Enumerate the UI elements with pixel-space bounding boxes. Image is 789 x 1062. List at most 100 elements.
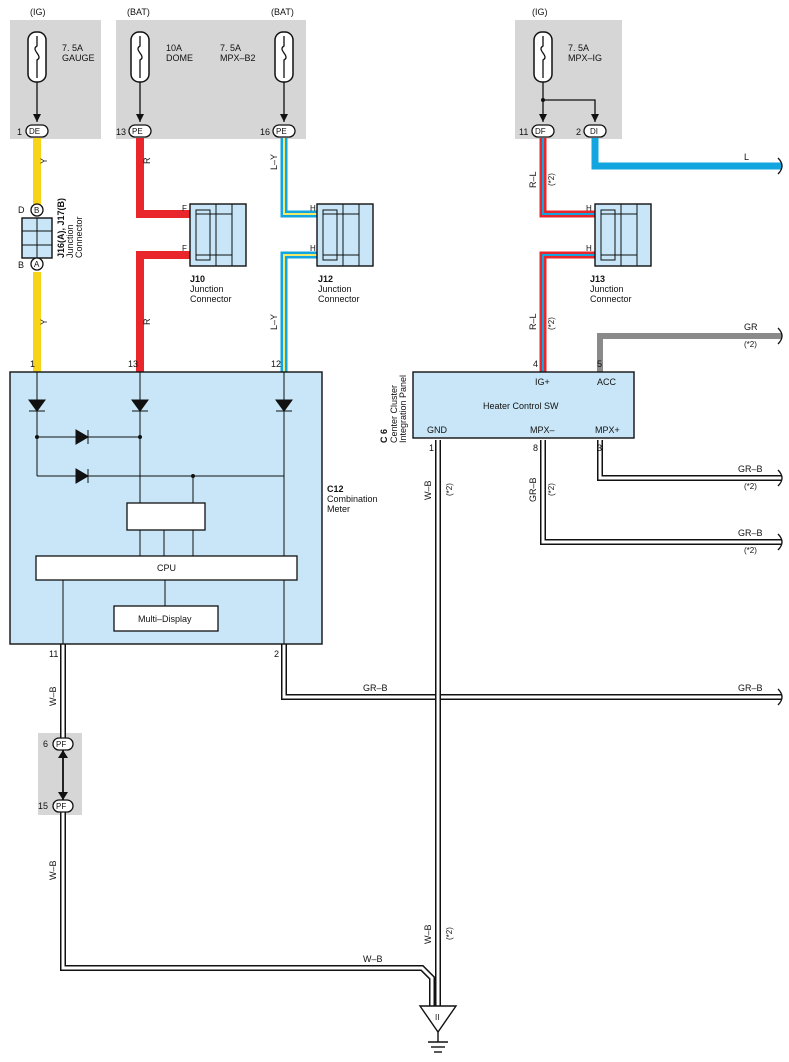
junction-connector-j13 [594,203,652,267]
wire-end-icon [777,157,783,706]
wire-l-y [280,138,323,372]
mpx-ig-df-connector-code: DF [535,127,546,136]
wire-label-r-top: R [142,157,152,164]
mpx-b2-pin-number: 16 [260,127,270,137]
panel-ig-label: IG+ [535,377,550,387]
wire-r-l [539,138,595,372]
cpu-label: CPU [157,563,176,573]
wire-label-grb-mpxm: GR–B [738,528,763,538]
panel-pin-1: 1 [429,443,434,453]
panel-mpxm-label: MPX– [530,425,555,435]
meter-pin-13: 13 [128,359,138,369]
wire-note-rl-bottom: (*2) [547,317,556,330]
dome-fuse-name: DOME [166,53,193,63]
wire-l [591,138,782,170]
connector-pins [25,124,607,138]
wire-label-y-bottom: Y [39,319,49,325]
mpx-b2-fuse-rating: 7. 5A [220,43,241,53]
j13-pin-bottom: H [586,244,592,253]
wire-gr-b [281,440,782,700]
diode-icon [28,399,293,484]
meter-ic-block [126,502,206,531]
gauge-supply-label: (IG) [30,7,46,17]
wire-label-rl-bottom: R–L [528,313,538,330]
panel-pin-3: 3 [597,443,602,453]
wire-label-r-bottom: R [142,318,152,325]
j10-pin-bottom: F [182,244,187,253]
wire-w-b [60,440,441,1006]
j10-line2: Connector [190,294,232,304]
wire-label-wb-pf: W–B [48,860,58,880]
ground-label: II [435,1013,439,1022]
panel-line1: Center Cluster [389,385,399,443]
j12-pin-top: H [310,204,316,213]
multi-display-block [113,605,219,632]
ground-icon [418,1005,458,1053]
fuse-icon [27,31,47,83]
wire-note-gr: (*2) [744,340,757,349]
mpx-ig-fuse-rating: 7. 5A [568,43,589,53]
wire-label-grb-meter-left: GR–B [363,683,388,693]
wire-label-l: L [744,152,749,162]
wire-label-gr: GR [744,322,758,332]
gauge-fuse-name: GAUGE [62,53,95,63]
wire-label-y-top: Y [39,158,49,164]
mpx-ig-di-pin-number: 2 [576,127,581,137]
mpx-b2-connector-code: PE [276,127,287,136]
panel-mpxp-label: MPX+ [595,425,620,435]
j13-line1: Junction [590,284,624,294]
pf-connector [52,737,74,813]
wire-note-rl-top: (*2) [547,173,556,186]
wire-note-grb-mpxm: (*2) [744,546,757,555]
wire-label-grb-mpxp: GR–B [738,464,763,474]
wire-label-ly-bottom: L–Y [269,314,279,330]
j12-id: J12 [318,274,333,284]
j13-pin-top: H [586,204,592,213]
meter-pin-12: 12 [271,359,281,369]
panel-pin-4: 4 [533,359,538,369]
wire-label-wb-horizontal: W–B [363,954,383,964]
j13-line2: Connector [590,294,632,304]
wire-label-wb-meter: W–B [48,686,58,706]
wire-label-rl-top: R–L [528,171,538,188]
gauge-pin-number: 1 [17,127,22,137]
fuse-icon [274,31,294,83]
meter-pin-1: 1 [30,359,35,369]
gauge-fuse-rating: 7. 5A [62,43,83,53]
wire-r [136,138,196,372]
junction-connector-j12 [316,203,374,267]
j16-sub1: Junction [65,224,75,258]
wire-label-wb-gnd: W–B [423,480,433,500]
mpx-b2-fuse-name: MPX–B2 [220,53,256,63]
j16-top-pin: D [18,205,25,215]
fuse-box-gauge [10,20,101,139]
fuse-icon [533,31,553,83]
j16-sub2: Connector [74,216,84,258]
j12-pin-bottom: H [310,244,316,253]
dome-fuse-rating: 10A [166,43,182,53]
panel-line2: Integration Panel [398,375,408,443]
pf-connector-bottom: PF [56,802,66,811]
pf-pin-bottom: 15 [38,801,48,811]
meter-line2: Meter [327,504,350,514]
meter-line1: Combination [327,494,378,504]
junction-connector-j10 [189,203,247,267]
j12-line2: Connector [318,294,360,304]
wire-gr [597,333,782,372]
panel-pin-5: 5 [597,359,602,369]
j16-label: J16(A), J17(B) [56,198,66,258]
j16-bottom-pin: B [18,260,24,270]
wire-note-grb-mpxm-v: (*2) [547,483,556,496]
fuse-icon [130,31,150,83]
j16-bottom-connector: A [34,260,40,269]
arrow-down-icon [33,114,599,122]
meter-pin-11: 11 [49,649,58,659]
mpx-ig-df-pin-number: 11 [519,127,528,137]
panel-title: Heater Control SW [483,401,559,411]
wire-note-grb-mpxp: (*2) [744,482,757,491]
gauge-connector-code: DE [29,127,40,136]
j10-id: J10 [190,274,205,284]
cpu-block [35,555,298,581]
meter-id: C12 [327,484,344,494]
